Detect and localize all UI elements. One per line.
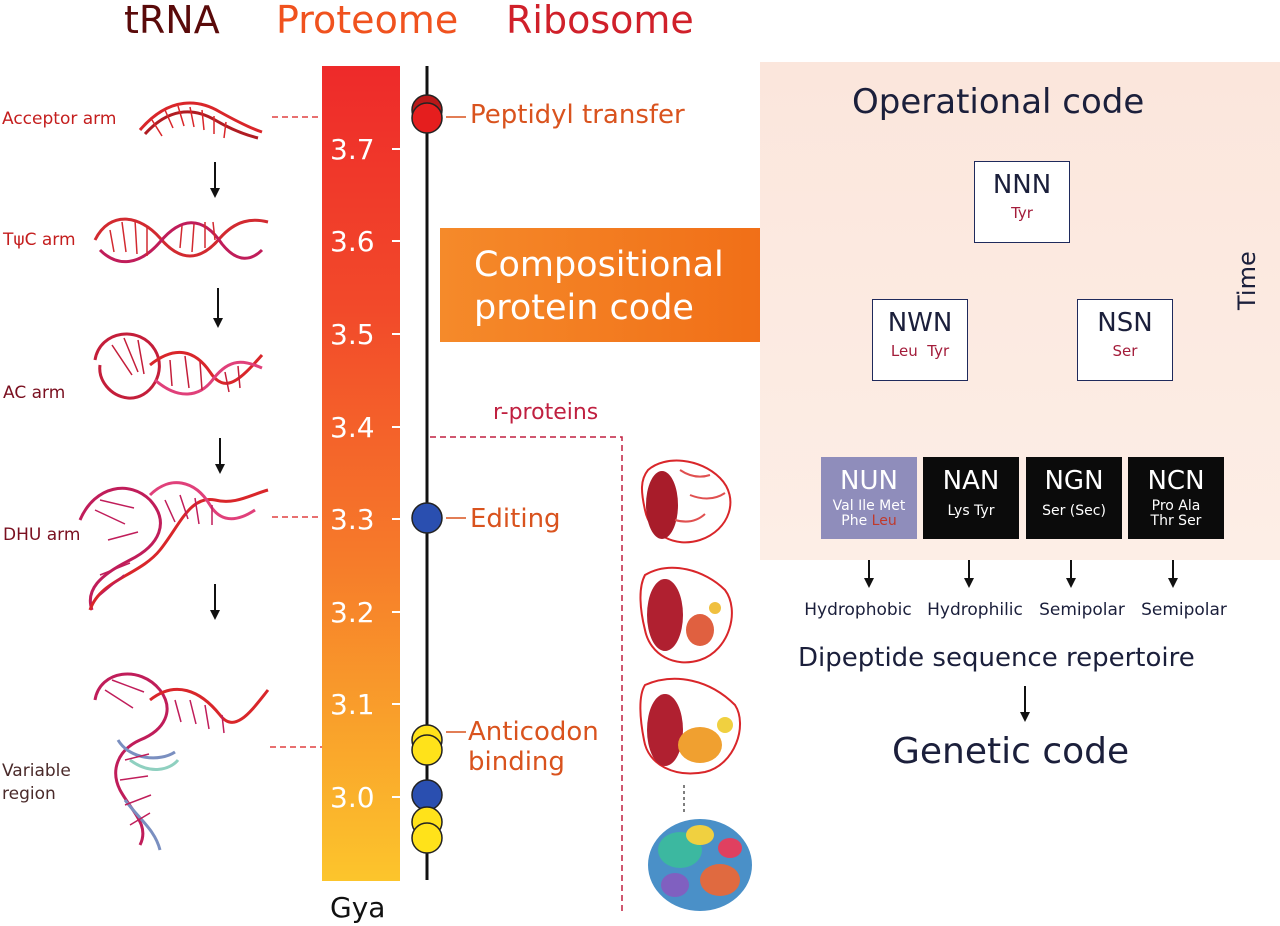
- codon-nsn: NSN: [1097, 308, 1153, 338]
- ribosome-structure-2: [639, 566, 733, 664]
- codon-nwn: NWN: [887, 308, 953, 338]
- compositional-arrow-label: Compositional protein code: [474, 245, 724, 328]
- amino-acid-nsn: Ser: [1112, 342, 1138, 360]
- codon-box-ncn: NCN Pro Ala Thr Ser: [1128, 457, 1224, 539]
- dipeptide-repertoire-label: Dipeptide sequence repertoire: [798, 643, 1195, 673]
- trna-structure-acceptor: [138, 101, 263, 140]
- genetic-code-label: Genetic code: [892, 731, 1130, 772]
- codon-ngn: NGN: [1044, 466, 1104, 496]
- compositional-arrow: [440, 196, 820, 374]
- tick-label-3-0: 3.0: [330, 781, 375, 814]
- ribosome-event-markers: [411, 94, 443, 854]
- amino-acids-ncn-line1: Pro Ala: [1151, 498, 1201, 514]
- amino-acids-nun-line2: Phe Leu: [822, 514, 916, 529]
- amino-acids-ncn-line2: Thr Ser: [1150, 513, 1202, 529]
- trna-label-ac: AC arm: [3, 383, 66, 403]
- trna-arrows: [210, 162, 225, 620]
- trna-label-variable: Variable region: [2, 761, 71, 804]
- ribosome-structure-3: [639, 677, 741, 775]
- ribosome-structure-4: [648, 819, 752, 911]
- tick-label-3-2: 3.2: [330, 596, 375, 629]
- codon-nan: NAN: [942, 466, 1000, 496]
- trna-structure-ac: [93, 332, 264, 400]
- codon-box-nsn: NSN Ser: [1077, 299, 1173, 381]
- trna-label-dhu: DHU arm: [3, 525, 81, 545]
- codon-box-nun: NUN Val Ile Met Phe Leu: [821, 457, 917, 539]
- tick-label-3-7: 3.7: [330, 133, 375, 166]
- proteome-header: Proteome: [276, 0, 459, 42]
- codon-box-nan: NAN Lys Tyr: [923, 457, 1019, 539]
- proteome-timeline-bar: [322, 66, 400, 881]
- trna-label-tpsic: TψC arm: [3, 230, 76, 250]
- event-anticodon-binding: Anticodon binding: [468, 717, 599, 777]
- trna-connectors: [270, 116, 322, 748]
- tick-marks: [392, 148, 400, 798]
- codon-box-nwn: NWN Leu Tyr: [872, 299, 968, 381]
- property-hydrophilic: Hydrophilic: [927, 600, 1023, 620]
- event-editing: Editing: [470, 504, 561, 534]
- amino-acid-nwn: Leu Tyr: [890, 342, 950, 360]
- operational-code-title: Operational code: [852, 82, 1145, 122]
- codon-box-ngn: NGN Ser (Sec): [1026, 457, 1122, 539]
- codon-nnn: NNN: [992, 170, 1052, 200]
- ribosome-header: Ribosome: [506, 0, 694, 42]
- trna-structure-dhu: [78, 481, 269, 611]
- event-peptidyl-transfer: Peptidyl transfer: [470, 100, 685, 130]
- r-proteins-connector: [430, 436, 623, 915]
- amino-acid-nnn: Tyr: [1011, 204, 1033, 222]
- trna-label-acceptor: Acceptor arm: [2, 109, 117, 129]
- amino-acid-phe: Phe: [841, 513, 872, 529]
- tick-label-3-1: 3.1: [330, 688, 375, 721]
- trna-header: tRNA: [124, 0, 220, 42]
- tick-label-3-3: 3.3: [330, 503, 375, 536]
- property-semipolar-ngn: Semipolar: [1039, 600, 1125, 620]
- codon-ncn: NCN: [1147, 466, 1205, 496]
- amino-acids-nan: Lys Tyr: [947, 503, 995, 519]
- tick-label-3-6: 3.6: [330, 225, 375, 258]
- property-hydrophobic: Hydrophobic: [804, 600, 912, 620]
- trna-structure-tpsic: [93, 217, 269, 264]
- r-proteins-label: r-proteins: [493, 400, 599, 425]
- ribosome-structure-1: [641, 459, 732, 544]
- trna-structure-variable: [93, 672, 270, 851]
- timeline-unit-label: Gya: [330, 891, 386, 924]
- tick-label-3-4: 3.4: [330, 411, 375, 444]
- amino-acids-ngn: Ser (Sec): [1042, 503, 1106, 519]
- amino-acid-leu: Leu: [871, 513, 897, 529]
- event-connectors: [446, 116, 466, 733]
- time-label: Time: [1233, 251, 1261, 310]
- property-semipolar-ncn: Semipolar: [1141, 600, 1227, 620]
- codon-nun: NUN: [840, 466, 898, 496]
- codon-box-nnn: NNN Tyr: [974, 161, 1070, 243]
- tick-label-3-5: 3.5: [330, 318, 375, 351]
- amino-acids-nun-line1: Val Ile Met: [832, 498, 906, 514]
